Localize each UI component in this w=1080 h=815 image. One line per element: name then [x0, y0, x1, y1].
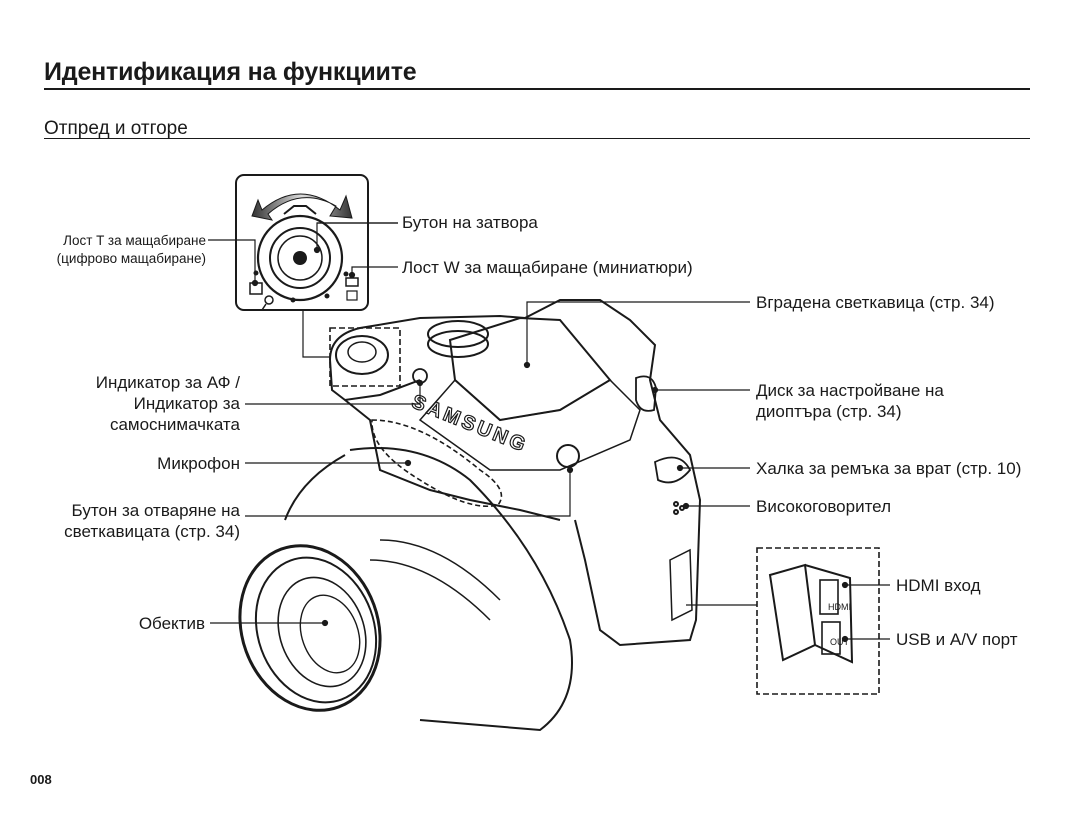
brand-logo: SAMSUNG	[409, 391, 532, 458]
flash-button-label-line1: Бутон за отваряне на	[71, 501, 240, 520]
page-title: Идентификация на функциите	[44, 58, 417, 86]
af-label-line3: самоснимачката	[109, 415, 240, 434]
hdmi-label: HDMI вход	[896, 576, 981, 595]
diopter-label-line1: Диск за настройване на	[756, 381, 944, 400]
page-number: 008	[30, 772, 52, 787]
af-lamp-label: Индикатор за АФ / Индикатор за самоснима…	[40, 372, 240, 435]
hdmi-port-label: HDMI	[828, 602, 851, 612]
zoom-t-label-line2: (цифрово мащабиране)	[56, 251, 206, 266]
shutter-label: Бутон на затвора	[402, 213, 538, 232]
shutter-highlight	[329, 327, 401, 387]
flash-label: Вградена светкавица (стр. 34)	[756, 293, 995, 312]
usb-av-label: USB и A/V порт	[896, 630, 1018, 649]
zoom-w-label: Лост W за мащабиране (миниатюри)	[402, 258, 693, 277]
subtitle-rule	[44, 138, 1030, 139]
flash-button-label-line2: светкавицата (стр. 34)	[64, 522, 240, 541]
lens-label: Обектив	[138, 614, 205, 633]
diopter-label: Диск за настройване на диоптъра (стр. 34…	[756, 380, 944, 422]
diopter-label-line2: диоптъра (стр. 34)	[756, 402, 902, 421]
camera-body	[329, 299, 702, 647]
zoom-t-label: Лост T за мащабиране (цифрово мащабиране…	[30, 232, 206, 268]
zoom-detail-inset	[235, 174, 369, 311]
lens-barrel	[238, 447, 573, 732]
microphone-label: Микрофон	[157, 454, 240, 473]
section-subtitle: Отпред и отгоре	[44, 118, 188, 139]
speaker-label: Високоговорител	[756, 497, 891, 516]
title-rule	[44, 88, 1030, 90]
out-port-label: OUT	[830, 637, 850, 647]
leader-lines	[208, 222, 890, 643]
flash-button-label: Бутон за отваряне на светкавицата (стр. …	[20, 500, 240, 542]
zoom-t-label-line1: Лост T за мащабиране	[63, 233, 206, 248]
microphone-outline	[371, 419, 503, 508]
strap-label: Халка за ремъка за врат (стр. 10)	[756, 459, 1022, 478]
port-detail-inset: HDMI OUT	[756, 547, 880, 695]
af-label-line1: Индикатор за АФ /	[95, 373, 240, 392]
af-label-line2: Индикатор за	[133, 394, 240, 413]
